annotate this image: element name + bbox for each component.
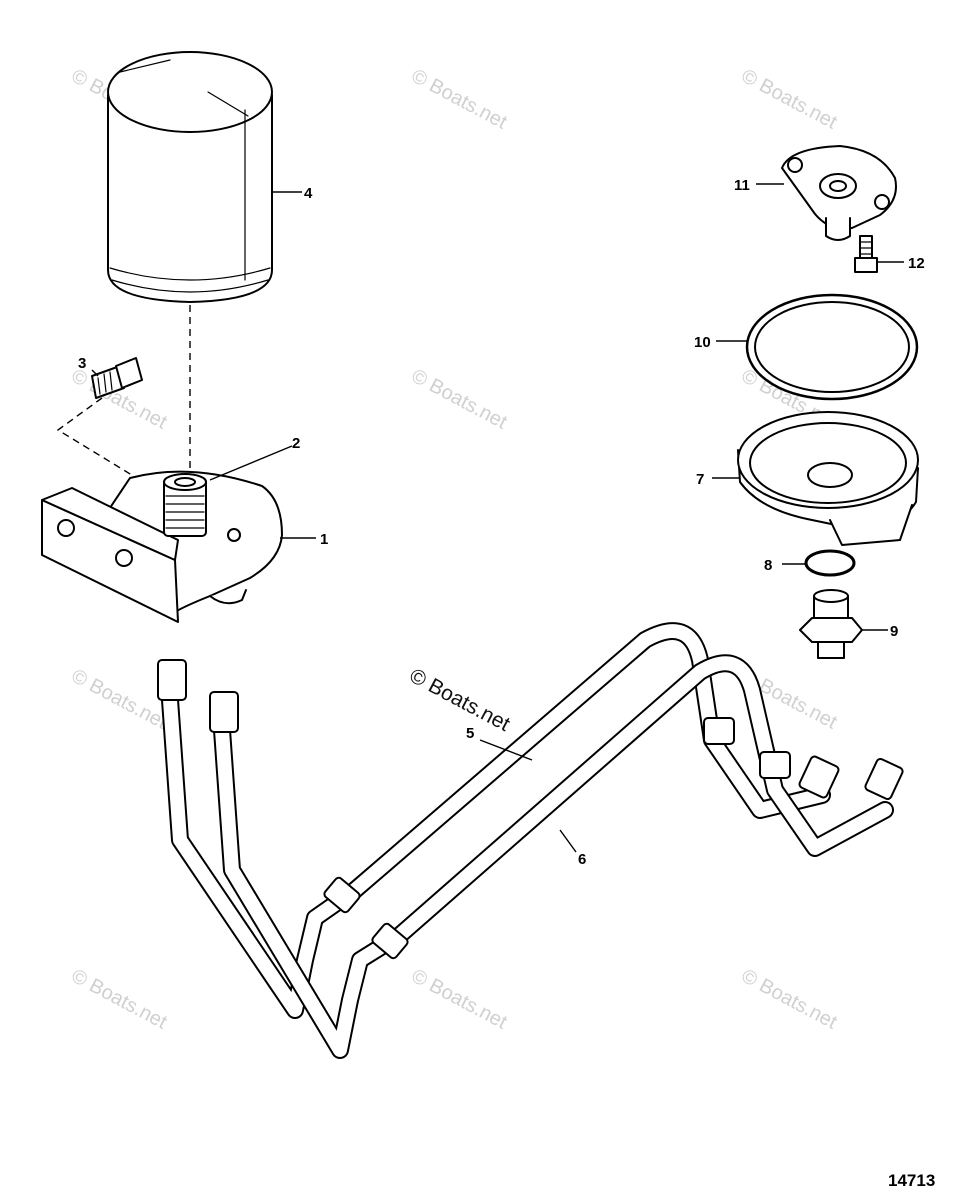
filter-bracket [41, 470, 283, 623]
hose-5 [161, 622, 831, 1019]
bolt [91, 357, 143, 399]
seal-ring [745, 293, 919, 401]
bolt-mount-line [56, 397, 141, 481]
callout-7: 7 [696, 471, 704, 488]
callout-4: 4 [304, 185, 313, 202]
center-watermark: © Boats.net [406, 664, 514, 736]
callout-11: 11 [734, 177, 750, 194]
hose-fitting [799, 589, 863, 659]
watermark: © Boats.net [408, 965, 511, 1034]
callout-3: 3 [78, 355, 86, 372]
callout-6: 6 [578, 851, 586, 868]
callout-12: 12 [908, 255, 925, 272]
callout-5: 5 [466, 725, 474, 742]
watermark: © Boats.net [738, 65, 841, 134]
threaded-fitting [163, 473, 207, 537]
callout-8: 8 [764, 557, 772, 574]
figure-number: 14713 [888, 1171, 935, 1190]
filter-head [781, 145, 897, 241]
callout-10: 10 [694, 334, 711, 351]
adapter-housing [737, 411, 919, 546]
screw [854, 235, 878, 273]
callout-2: 2 [292, 435, 300, 452]
callout-1: 1 [320, 531, 328, 548]
watermark: © Boats.net [68, 965, 171, 1034]
watermark: © Boats.net [68, 665, 171, 734]
watermark: © Boats.net [408, 365, 511, 434]
o-ring [804, 549, 856, 577]
callout-9: 9 [890, 623, 898, 640]
oil-filter [107, 51, 273, 303]
leader-lines [91, 183, 904, 853]
hose-ends [157, 659, 904, 960]
watermark: © Boats.net [408, 65, 511, 134]
hose-6 [213, 654, 894, 1059]
watermark: © Boats.net [738, 965, 841, 1034]
